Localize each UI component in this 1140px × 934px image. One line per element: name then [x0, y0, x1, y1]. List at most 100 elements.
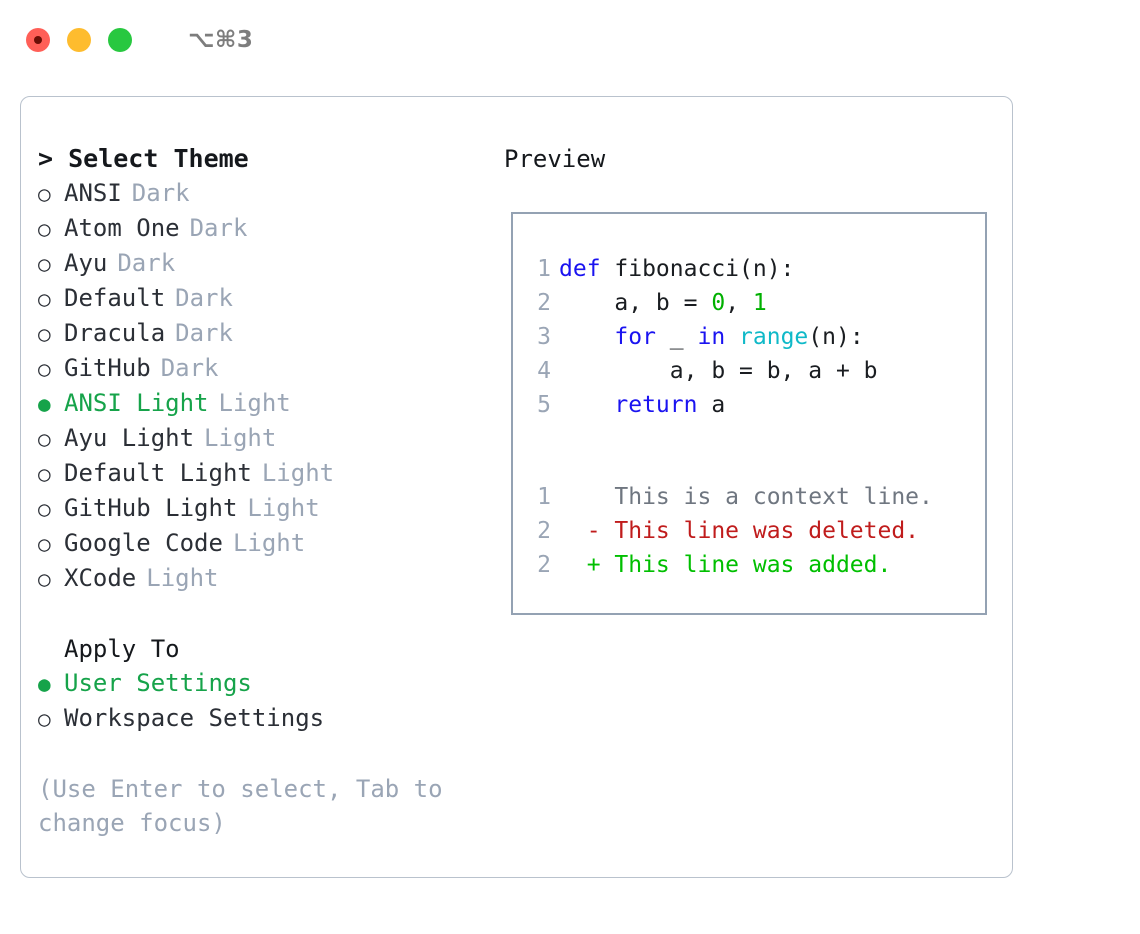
code-token: [559, 324, 614, 350]
page-title: > Select Theme: [38, 144, 249, 173]
theme-variant-badge: Light: [261, 459, 335, 487]
theme-option[interactable]: ● ANSI Light Light: [38, 386, 501, 421]
zoom-button[interactable]: [108, 28, 132, 52]
radio-unselected-icon: ○: [38, 182, 51, 206]
radio-unselected-icon: ○: [38, 217, 51, 241]
diff-text: This is a context line.: [559, 484, 933, 510]
theme-name: Ayu: [64, 249, 108, 277]
theme-name: Default: [64, 284, 166, 312]
spacer: [38, 596, 501, 632]
theme-variant-badge: Dark: [160, 354, 219, 382]
theme-option[interactable]: ○ Dracula Dark: [38, 316, 501, 351]
line-number: 4: [537, 358, 551, 384]
radio-unselected-icon: ○: [38, 707, 51, 731]
theme-name: GitHub Light: [64, 494, 238, 522]
apply-to-option[interactable]: ● User Settings: [38, 666, 501, 701]
diff-line: 2 - This line was deleted.: [529, 514, 985, 548]
apply-to-option[interactable]: ○ Workspace Settings: [38, 701, 501, 736]
theme-variant-badge: Dark: [131, 179, 190, 207]
theme-option[interactable]: ○ Default Dark: [38, 281, 501, 316]
diff-line: 2 + This line was added.: [529, 548, 985, 582]
line-number: 1: [537, 256, 551, 282]
apply-to-label: User Settings: [64, 669, 252, 697]
code-token: a, b =: [559, 290, 712, 316]
line-number: 2: [537, 290, 551, 316]
preview-title: Preview: [504, 145, 606, 173]
radio-unselected-icon: ○: [38, 462, 51, 486]
radio-unselected-icon: ○: [38, 532, 51, 556]
radio-selected-icon: ●: [38, 672, 51, 696]
theme-option[interactable]: ○ Google Code Light: [38, 526, 501, 561]
theme-variant-badge: Dark: [175, 284, 233, 312]
minimize-button[interactable]: [67, 28, 91, 52]
theme-variant-badge: Dark: [189, 214, 248, 242]
diff-line: 1 This is a context line.: [529, 480, 985, 514]
code-token: fibonacci(n):: [614, 256, 795, 282]
theme-name: XCode: [64, 564, 137, 592]
theme-name: Google Code: [64, 529, 223, 557]
code-token: [559, 392, 614, 418]
theme-variant-badge: Light: [232, 529, 306, 557]
theme-option[interactable]: ○ XCode Light: [38, 561, 501, 596]
theme-option[interactable]: ○ Atom One Dark: [38, 211, 501, 246]
theme-variant-badge: Light: [146, 564, 219, 592]
diff-text: + This line was added.: [559, 552, 892, 578]
theme-name: Ayu Light: [64, 424, 195, 452]
diff-sample: 1 This is a context line.2 - This line w…: [513, 480, 985, 582]
close-button[interactable]: [26, 28, 50, 52]
radio-unselected-icon: ○: [38, 322, 51, 346]
theme-variant-badge: Light: [204, 424, 277, 452]
keyboard-shortcut-label: ⌥⌘3: [188, 27, 254, 53]
code-line: 5 return a: [529, 388, 985, 422]
radio-unselected-icon: ○: [38, 427, 51, 451]
radio-unselected-icon: ○: [38, 287, 51, 311]
spacer: [513, 422, 985, 480]
theme-name: Atom One: [64, 214, 180, 242]
theme-variant-badge: Light: [218, 389, 291, 417]
code-token: ,: [725, 290, 753, 316]
theme-variant-badge: Dark: [117, 249, 176, 277]
theme-option[interactable]: ○ Ayu Light Light: [38, 421, 501, 456]
theme-name: ANSI Light: [64, 389, 209, 417]
code-token: return: [614, 392, 698, 418]
diff-text: - This line was deleted.: [559, 518, 920, 544]
window-controls: [26, 28, 132, 52]
code-token: a: [697, 392, 726, 418]
theme-variant-badge: Dark: [175, 319, 233, 347]
code-token: range: [739, 324, 809, 350]
title-bar: ⌥⌘3: [0, 0, 1140, 80]
line-number: 2: [537, 518, 551, 544]
code-token: [725, 324, 739, 350]
apply-to-heading: Apply To: [64, 635, 180, 663]
code-token: (n):: [808, 324, 864, 350]
line-number: 1: [537, 484, 551, 510]
apply-to-list: ● User Settings ○ Workspace Settings: [38, 666, 501, 736]
code-token: 1: [752, 290, 767, 316]
apply-to-label: Workspace Settings: [64, 704, 325, 732]
theme-name: GitHub: [64, 354, 151, 382]
radio-selected-icon: ●: [38, 392, 51, 416]
theme-variant-badge: Light: [247, 494, 320, 522]
code-token: a, b = b, a + b: [559, 358, 878, 384]
code-token: in: [697, 324, 726, 350]
code-token: 0: [711, 290, 726, 316]
radio-unselected-icon: ○: [38, 567, 51, 591]
theme-name: Dracula: [64, 319, 166, 347]
code-token: for: [614, 324, 656, 350]
keyboard-hint: (Use Enter to select, Tab to change focu…: [38, 775, 458, 837]
line-number: 5: [537, 392, 551, 418]
code-line: 4 a, b = b, a + b: [529, 354, 985, 388]
line-number: 3: [537, 324, 551, 350]
